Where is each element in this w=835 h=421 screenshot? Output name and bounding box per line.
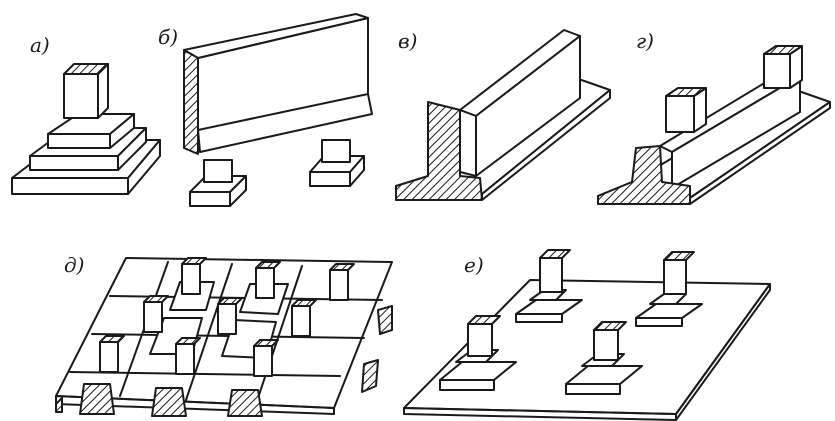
panel-b-wall-on-footings: б) [158, 13, 373, 207]
panel-a-stepped-footing: а) [11, 33, 161, 195]
panel-a-label: а) [30, 33, 50, 57]
panel-d-label: д) [64, 253, 84, 277]
panel-e-label: е) [464, 253, 484, 277]
panel-v-strip-foundation: в) [395, 29, 611, 201]
panel-v-label: в) [398, 29, 417, 53]
grid-columns [99, 257, 355, 377]
panel-d-cross-strip-grid: д) [55, 253, 393, 417]
panel-g-label: г) [636, 29, 654, 53]
panel-g-strip-with-columns: г) [597, 29, 831, 205]
panel-b-label: б) [158, 25, 178, 49]
panel-e-slab-with-columns: е) [403, 249, 771, 421]
